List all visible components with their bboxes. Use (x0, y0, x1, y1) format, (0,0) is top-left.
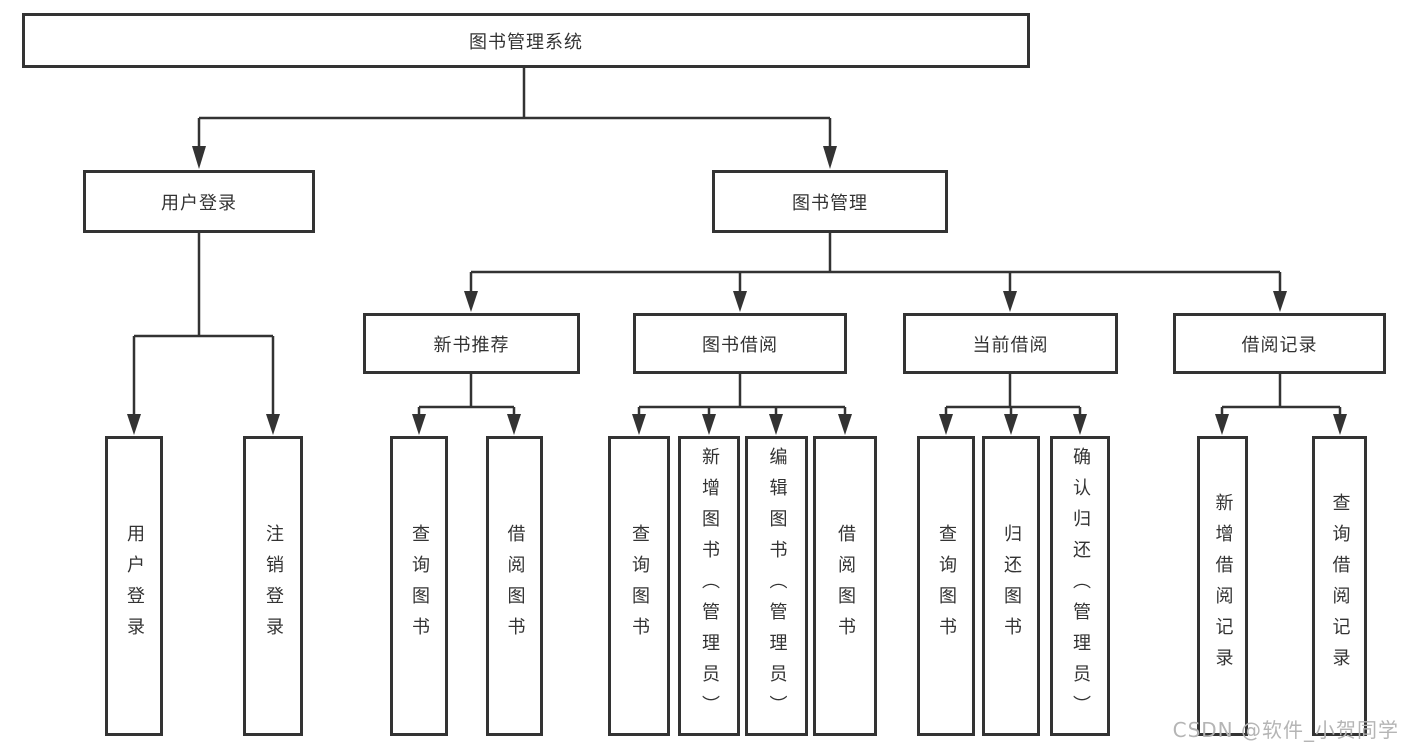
leaf-confirm-return-admin: 确认归还（管理员） (1050, 436, 1110, 736)
csdn-watermark: CSDN @软件_小贺同学 (1172, 718, 1399, 742)
leaf-add-books-admin: 新增图书（管理员） (678, 436, 740, 736)
leaf-edit-books-admin: 编辑图书（管理员） (745, 436, 808, 736)
connector-user-login-to-leaves (132, 232, 275, 416)
leaf-logout: 注销登录 (243, 436, 303, 736)
node-book-management-label: 图书管理 (792, 192, 868, 214)
node-user-login-label: 用户登录 (161, 192, 237, 214)
leaf-query-books-recommend-label: 查询图书 (409, 524, 430, 648)
leaf-confirm-return-admin-label: 确认归还（管理员） (1070, 446, 1091, 726)
leaf-query-books-current-label: 查询图书 (936, 524, 957, 648)
node-current-borrow: 当前借阅 (903, 313, 1118, 374)
node-new-book-recommend: 新书推荐 (363, 313, 580, 374)
leaf-borrow-books-label: 借阅图书 (835, 524, 856, 648)
node-borrow-records: 借阅记录 (1173, 313, 1386, 374)
leaf-query-borrow-record: 查询借阅记录 (1312, 436, 1367, 736)
leaf-return-books-label: 归还图书 (1001, 524, 1022, 648)
leaf-borrow-books-recommend: 借阅图书 (486, 436, 543, 736)
connector-book-management-to-level3 (469, 232, 1282, 293)
node-new-book-recommend-label: 新书推荐 (433, 334, 510, 356)
connector-new-book-to-leaves (417, 373, 516, 415)
node-root-library-management-system: 图书管理系统 (22, 13, 1030, 68)
leaf-query-books-current: 查询图书 (917, 436, 975, 736)
leaf-borrow-books: 借阅图书 (813, 436, 877, 736)
node-current-borrow-label: 当前借阅 (972, 334, 1049, 356)
leaf-return-books: 归还图书 (982, 436, 1040, 736)
leaf-borrow-books-recommend-label: 借阅图书 (504, 524, 526, 648)
node-book-borrow-label: 图书借阅 (702, 334, 778, 356)
connector-root-to-level2 (197, 67, 832, 148)
leaf-add-books-admin-label: 新增图书（管理员） (699, 446, 720, 726)
leaf-query-books-borrow: 查询图书 (608, 436, 670, 736)
leaf-user-login: 用户登录 (105, 436, 163, 736)
leaf-add-borrow-record: 新增借阅记录 (1197, 436, 1248, 736)
connector-current-borrow-to-leaves (944, 373, 1082, 415)
arrow-heads (127, 146, 1347, 435)
node-root-label: 图书管理系统 (469, 31, 583, 53)
node-user-login: 用户登录 (83, 170, 315, 233)
leaf-query-books-recommend: 查询图书 (390, 436, 448, 736)
leaf-query-borrow-record-label: 查询借阅记录 (1329, 493, 1351, 679)
node-book-borrow: 图书借阅 (633, 313, 847, 374)
leaf-edit-books-admin-label: 编辑图书（管理员） (766, 446, 788, 726)
leaf-user-login-label: 用户登录 (124, 524, 145, 648)
leaf-logout-label: 注销登录 (263, 524, 284, 648)
node-borrow-records-label: 借阅记录 (1241, 334, 1318, 356)
connector-book-borrow-to-leaves (637, 373, 847, 415)
leaf-add-borrow-record-label: 新增借阅记录 (1212, 493, 1234, 679)
leaf-query-books-borrow-label: 查询图书 (629, 524, 650, 648)
node-book-management: 图书管理 (712, 170, 948, 233)
connector-borrow-records-to-leaves (1220, 373, 1342, 415)
